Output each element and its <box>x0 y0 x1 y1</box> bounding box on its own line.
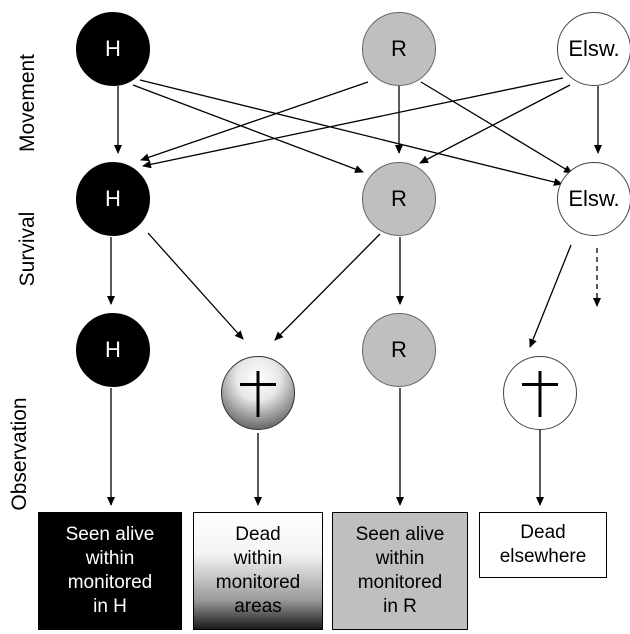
cross-vertical <box>256 371 260 417</box>
observation-node-r: R <box>362 313 436 387</box>
outcome-dead-monitored: Dead within monitored areas <box>193 512 323 630</box>
cross-horizontal <box>240 383 276 386</box>
row-label-survival: Survival <box>16 211 39 287</box>
arrow-r-to-h <box>140 81 369 162</box>
cross-vertical <box>538 371 542 417</box>
outcome-seen-alive-r-text: Seen alive within monitored in R <box>355 524 445 617</box>
dead-monitored-cross-icon <box>221 356 295 430</box>
movement-node-h: H <box>76 12 150 86</box>
cross-horizontal <box>522 383 558 386</box>
outcome-dead-elsewhere: Dead elsewhere <box>479 512 607 578</box>
dead-elsewhere-cross-icon <box>503 356 577 430</box>
survival-node-elsewhere: Elsw. <box>557 162 630 236</box>
row-label-movement: Movement <box>16 53 39 153</box>
outcome-seen-alive-h-text: Seen alive within monitored in H <box>65 524 155 617</box>
movement-node-r: R <box>362 12 436 86</box>
arrow-h-to-elsw <box>139 79 563 186</box>
observation-node-h: H <box>76 313 150 387</box>
arrow-die-elsw <box>529 244 572 348</box>
arrow-elsw-to-h <box>142 77 564 169</box>
outcome-seen-alive-h: Seen alive within monitored in H <box>38 512 182 630</box>
outcome-seen-alive-r: Seen alive within monitored in R <box>332 512 468 630</box>
outcome-dead-monitored-text: Dead within monitored areas <box>215 524 301 617</box>
arrow-r-to-elsw <box>420 81 573 174</box>
arrow-die-r <box>274 233 381 341</box>
arrow-h-to-r <box>132 84 364 173</box>
arrow-die-h <box>147 232 244 340</box>
survival-node-r: R <box>362 162 436 236</box>
movement-node-elsewhere: Elsw. <box>557 12 630 86</box>
survival-node-h: H <box>76 162 150 236</box>
row-label-observation: Observation <box>8 397 31 511</box>
arrow-elsw-to-r <box>419 84 571 164</box>
outcome-dead-elsewhere-text: Dead elsewhere <box>499 522 587 567</box>
